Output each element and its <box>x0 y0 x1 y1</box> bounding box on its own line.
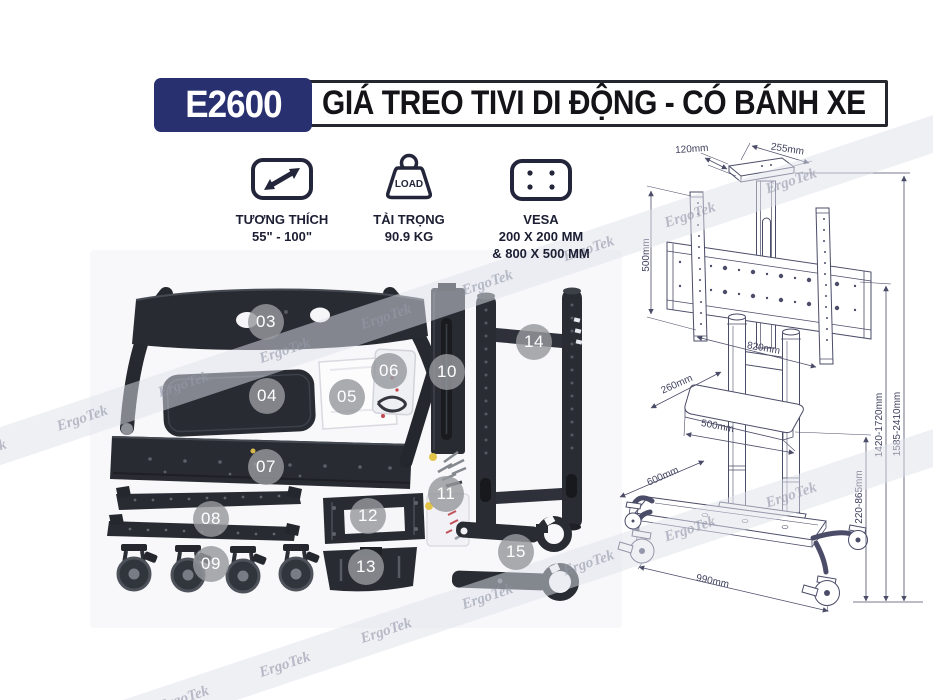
part-number-badge: 10 <box>429 354 465 390</box>
title-bar: GIÁ TREO TIVI DI ĐỘNG - CÓ BÁNH XE <box>300 80 888 127</box>
model-number: E2600 <box>184 83 282 126</box>
spec-value: 200 X 200 MM <box>498 229 584 245</box>
dim-base-depth: 600mm <box>646 465 681 489</box>
dim-tray-depth: 120mm <box>675 143 709 156</box>
part-number-badge: 08 <box>193 501 229 537</box>
spec-label: TẢI TRỌNG <box>373 212 445 227</box>
part-number-badge: 15 <box>498 534 534 570</box>
part-number-badge: 05 <box>329 379 365 415</box>
part-number-badge: 03 <box>248 304 284 340</box>
part-number-badge: 11 <box>428 476 464 512</box>
part-number-badge: 06 <box>371 353 407 389</box>
part-number-badge: 12 <box>350 498 386 534</box>
dim-shelf-to-floor: 220-865mm <box>854 470 865 523</box>
size-range-icon <box>251 158 313 200</box>
dim-overall-height: 1585-2410mm <box>892 392 903 456</box>
assembly-drawing: 120mm 255mm 500mm 820mm 260mm 500mm 600m… <box>617 141 923 613</box>
vesa-pattern-icon <box>510 159 572 201</box>
part-number-badge: 09 <box>193 546 229 582</box>
part-shelf-board <box>162 369 316 437</box>
load-weight-icon: LOAD <box>385 153 433 200</box>
model-badge: E2600 <box>154 78 312 132</box>
spec-value2: & 800 X 500 MM <box>492 246 590 262</box>
spec-vesa: VESA 200 X 200 MM & 800 X 500 MM <box>466 150 616 262</box>
dim-base-width: 990mm <box>695 573 730 591</box>
spec-label: VESA <box>523 212 559 227</box>
page-title: GIÁ TREO TIVI DI ĐỘNG - CÓ BÁNH XE <box>322 84 866 122</box>
dim-tray-width: 255mm <box>770 141 805 157</box>
dim-bracket-height: 500mm <box>641 238 652 271</box>
spec-load: LOAD TẢI TRỌNG 90.9 KG <box>334 150 484 245</box>
part-number-badge: 14 <box>516 324 552 360</box>
dim-tv-center-height: 1420-1720mm <box>874 393 885 457</box>
part-number-badge: 13 <box>348 549 384 585</box>
load-icon-text: LOAD <box>395 179 423 190</box>
part-number-badge: 04 <box>249 378 285 414</box>
part-number-badge: 07 <box>248 449 284 485</box>
spec-value: 90.9 KG <box>384 229 434 245</box>
